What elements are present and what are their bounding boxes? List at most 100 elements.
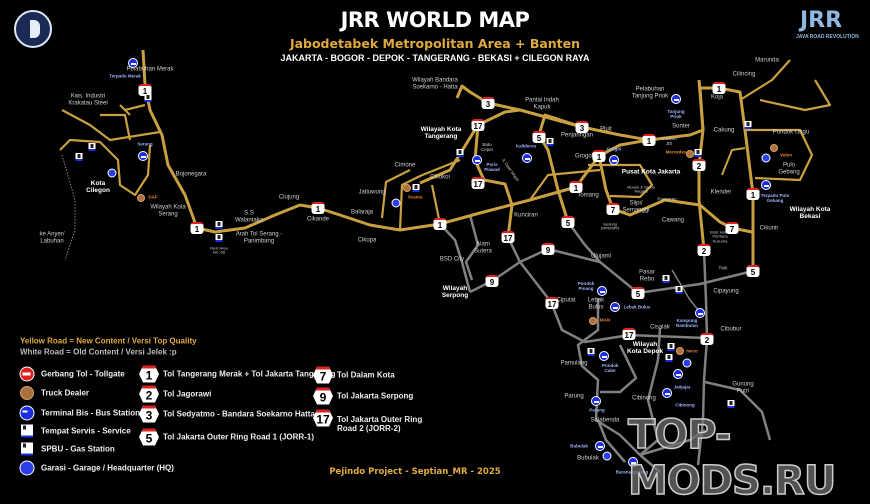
gas-station-icon[interactable] <box>744 121 752 129</box>
bus-station-icon <box>19 405 35 421</box>
gas-station-icon[interactable] <box>665 354 673 362</box>
garage-icon[interactable] <box>761 153 771 163</box>
route-shield: 1 <box>433 218 447 230</box>
gas-station-icon[interactable] <box>546 138 554 146</box>
bus-station-icon[interactable] <box>599 351 609 361</box>
gas-station-icon[interactable] <box>587 348 595 356</box>
truck-dealer-icon[interactable] <box>686 150 694 158</box>
route-shield-legend: 17 <box>313 409 333 427</box>
gas-station-icon[interactable] <box>456 149 464 157</box>
place-label: Ulujami <box>590 253 612 260</box>
service-icon[interactable] <box>88 143 96 151</box>
district-label: Wilayah Kota Depok <box>626 340 664 355</box>
bus-station-icon[interactable] <box>610 302 620 312</box>
gas-station-icon[interactable] <box>215 234 223 242</box>
service-icon[interactable] <box>412 184 420 192</box>
bus-station-icon[interactable] <box>609 155 619 165</box>
garage-icon[interactable] <box>391 198 401 208</box>
route-shield: 5 <box>631 287 645 299</box>
bus-station-icon[interactable] <box>522 153 532 163</box>
map-subtitle: Jabodetabek Metropolitan Area + Banten <box>289 36 581 51</box>
gas-station-icon[interactable] <box>144 94 152 102</box>
truck-dealer-icon[interactable] <box>589 317 597 325</box>
bus-station-label: Pondok Pinang <box>577 281 595 291</box>
truck-dealer-icon[interactable] <box>403 184 411 192</box>
route-shield: 1 <box>746 188 760 200</box>
truck-dealer-icon[interactable] <box>676 347 684 355</box>
place-label: Slipi/ Semanggi <box>622 200 650 213</box>
place-label: Pluit <box>600 126 612 133</box>
bus-station-icon[interactable] <box>595 441 605 451</box>
place-label: Alam Sutera <box>474 241 492 254</box>
legend-white-note: White Road = Old Content / Versi Jelek :… <box>20 347 177 357</box>
route-shield: 1 <box>642 134 656 146</box>
bus-station-icon[interactable] <box>695 308 705 318</box>
dealer-label: MAN <box>599 317 611 323</box>
gas-station-icon[interactable] <box>727 400 735 408</box>
bus-station-label: Tanjung Priok <box>667 109 685 119</box>
truck-dealer-icon[interactable] <box>137 194 145 202</box>
gunung-putri-road <box>704 380 772 441</box>
dealer-label: Mercedes <box>665 149 687 155</box>
bus-station-icon[interactable] <box>472 155 482 165</box>
gas-station-icon[interactable] <box>215 221 223 229</box>
service-icon[interactable] <box>694 149 702 157</box>
route-shield: 7 <box>606 203 620 215</box>
district-label: Wilayah Kota Bekasi <box>789 205 831 220</box>
bus-station-icon[interactable] <box>591 396 601 406</box>
legend-route-label: Tol Jakarta Serpong <box>337 391 414 401</box>
route-shield: 1 <box>190 222 204 234</box>
bus-station-icon[interactable] <box>628 457 638 467</box>
place-label: Klender <box>710 189 732 196</box>
legend-route-label: Tol Jakarta Outer Ring Road 1 (JORR-1) <box>163 432 314 442</box>
bus-station-icon[interactable] <box>671 94 681 104</box>
bus-station-icon[interactable] <box>673 369 683 379</box>
place-label: Kunciran <box>514 212 538 219</box>
bus-station-icon[interactable] <box>662 388 672 398</box>
place-label: Pasar Rebo <box>639 269 655 282</box>
bus-station-icon[interactable] <box>138 151 148 161</box>
place-label: Salabenda <box>590 417 620 424</box>
gas-station-icon[interactable] <box>675 286 683 294</box>
legend-label: SPBU - Gas Station <box>41 444 115 454</box>
place-label: Sunter <box>672 123 690 130</box>
tol-tangerang-merak <box>141 49 755 271</box>
bus-station-icon[interactable] <box>597 286 607 296</box>
legend-route-label: Tol Sedyatmo - Bandara Soekarno Hatta <box>163 409 315 419</box>
place-label: S.S Walantaka <box>234 210 264 223</box>
place-label: Pamulang <box>560 360 588 367</box>
bus-station-label: Lebak Bulus <box>623 304 651 310</box>
district-label: Wilayah Serpong <box>441 284 469 299</box>
depok-roads <box>576 298 662 473</box>
place-label: Gunung Putri <box>732 381 754 394</box>
bus-station-label: Terpadu Merak <box>109 73 141 79</box>
bus-station-label: Grogol <box>606 146 622 152</box>
truck-dealer-icon[interactable] <box>770 144 778 152</box>
bus-station-icon[interactable] <box>128 58 138 68</box>
gas-station-icon[interactable] <box>75 153 83 161</box>
garage-icon[interactable] <box>682 358 692 368</box>
garage-icon <box>19 460 35 476</box>
bus-station-label: Parung <box>589 407 605 413</box>
credits-footer: Pejindo Project - Septian_MR - 2025 <box>329 467 501 477</box>
route-shield: 3 <box>575 121 589 133</box>
district-label: Pusat Kota Jakarta <box>621 168 681 176</box>
pusat-roads <box>588 163 654 199</box>
place-label: Rest Area km. 68 <box>210 245 228 255</box>
service-icon <box>21 424 33 438</box>
place-label: Bojonegara <box>175 171 207 178</box>
gas-station-icon <box>21 442 33 456</box>
garage-icon[interactable] <box>107 168 117 178</box>
pejindo-logo <box>14 10 52 48</box>
garage-icon[interactable] <box>602 451 612 461</box>
place-label: Cikunir <box>759 225 779 232</box>
legend-label: Garasi - Garage / Headquarter (HQ) <box>41 463 174 473</box>
place-label: TMII <box>718 265 728 271</box>
gas-station-icon[interactable] <box>662 275 670 283</box>
bus-station-icon[interactable] <box>761 180 771 190</box>
route-shield: 1 <box>592 150 606 162</box>
place-label: Pelabuhan Merak <box>126 66 174 73</box>
route-shield: 2 <box>697 244 711 256</box>
place-label: Pantai Indah Kapuk <box>525 97 559 110</box>
service-icon[interactable] <box>667 343 675 351</box>
